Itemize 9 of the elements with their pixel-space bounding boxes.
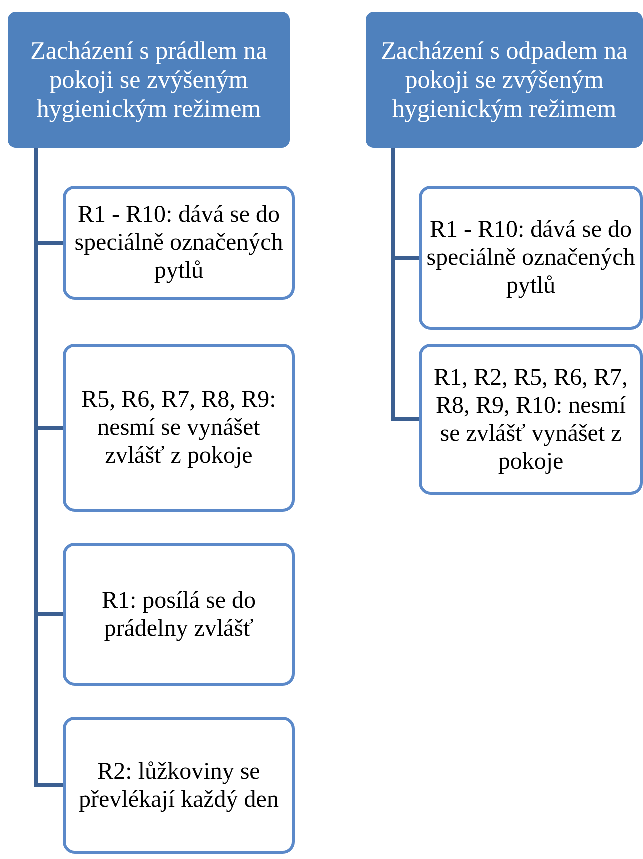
content-box: R5, R6, R7, R8, R9: nesmí se vynášet zvlášť z pokoje	[63, 344, 295, 512]
content-box: R1: posílá se do prádelny zvlášť	[63, 543, 295, 686]
connector-line	[391, 148, 419, 422]
content-box: R1, R2, R5, R6, R7, R8, R9, R10: nesmí se zvlášť vynášet z pokoje	[419, 344, 643, 495]
header-box: Zacházení s prádlem na pokoji se zvýšeným hygienickým režimem	[8, 12, 290, 148]
content-box: R1 - R10: dává se do speciálně označených pytlů	[419, 186, 643, 330]
content-box: R1 - R10: dává se do speciálně označených pytlů	[63, 186, 295, 300]
header-box: Zacházení s odpadem na pokoji se zvýšeným hygienickým režimem	[366, 12, 643, 148]
content-box: R2: lůžkoviny se převlékají každý den	[63, 717, 295, 854]
